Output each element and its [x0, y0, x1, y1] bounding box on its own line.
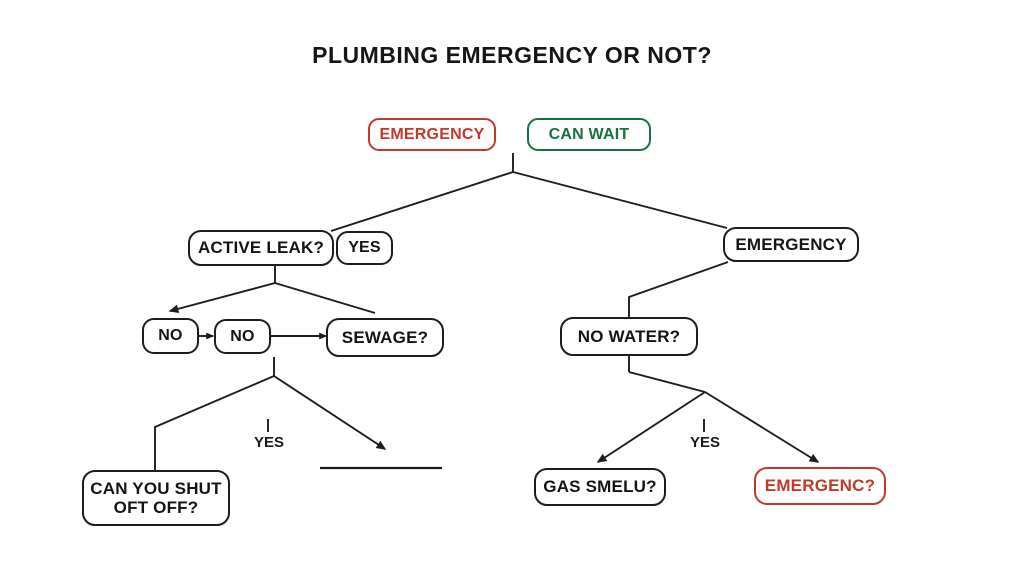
node-active-leak[interactable]: ACTIVE LEAK?	[188, 230, 334, 266]
edge-label-yes-right: YES	[687, 434, 724, 451]
node-can-you-shut[interactable]: CAN YOU SHUT OFT OFF?	[82, 470, 230, 526]
legend-item-can-wait[interactable]: CAN WAIT	[527, 118, 651, 151]
node-no-water[interactable]: NO WATER?	[560, 317, 698, 356]
node-sewage-label: SEWAGE?	[341, 327, 429, 347]
node-yes-badge-label: YES	[348, 239, 381, 257]
node-no-1[interactable]: NO	[142, 318, 199, 354]
node-yes-badge[interactable]: YES	[336, 231, 393, 265]
legend-item-emergency[interactable]: EMERGENCY	[368, 118, 496, 151]
edge-label-yes-right-text: YES	[690, 434, 721, 451]
node-sewage[interactable]: SEWAGE?	[326, 318, 444, 357]
node-active-leak-label: ACTIVE LEAK?	[197, 238, 325, 258]
legend-item-can-wait-label: CAN WAIT	[548, 125, 630, 143]
node-emergency-right[interactable]: EMERGENCY	[723, 227, 859, 262]
page-title: PLUMBING EMERGENCY OR NOT?	[312, 42, 712, 68]
node-emergenc-label: EMERGENC?	[764, 476, 876, 496]
node-no-1-label: NO	[158, 327, 183, 345]
edge-label-yes-left: YES	[251, 434, 288, 451]
node-no-2[interactable]: NO	[214, 319, 271, 354]
legend-item-emergency-label: EMERGENCY	[379, 125, 485, 143]
node-gas-smell-label: GAS SMELU?	[543, 477, 657, 497]
node-can-you-shut-label: CAN YOU SHUT OFT OFF?	[90, 478, 222, 517]
node-no-2-label: NO	[230, 327, 255, 345]
node-gas-smell[interactable]: GAS SMELU?	[534, 468, 666, 506]
node-emergency-right-label: EMERGENCY	[735, 234, 847, 254]
node-emergenc[interactable]: EMERGENC?	[754, 467, 886, 505]
node-no-water-label: NO WATER?	[577, 326, 681, 346]
edge-label-yes-left-text: YES	[254, 434, 285, 451]
